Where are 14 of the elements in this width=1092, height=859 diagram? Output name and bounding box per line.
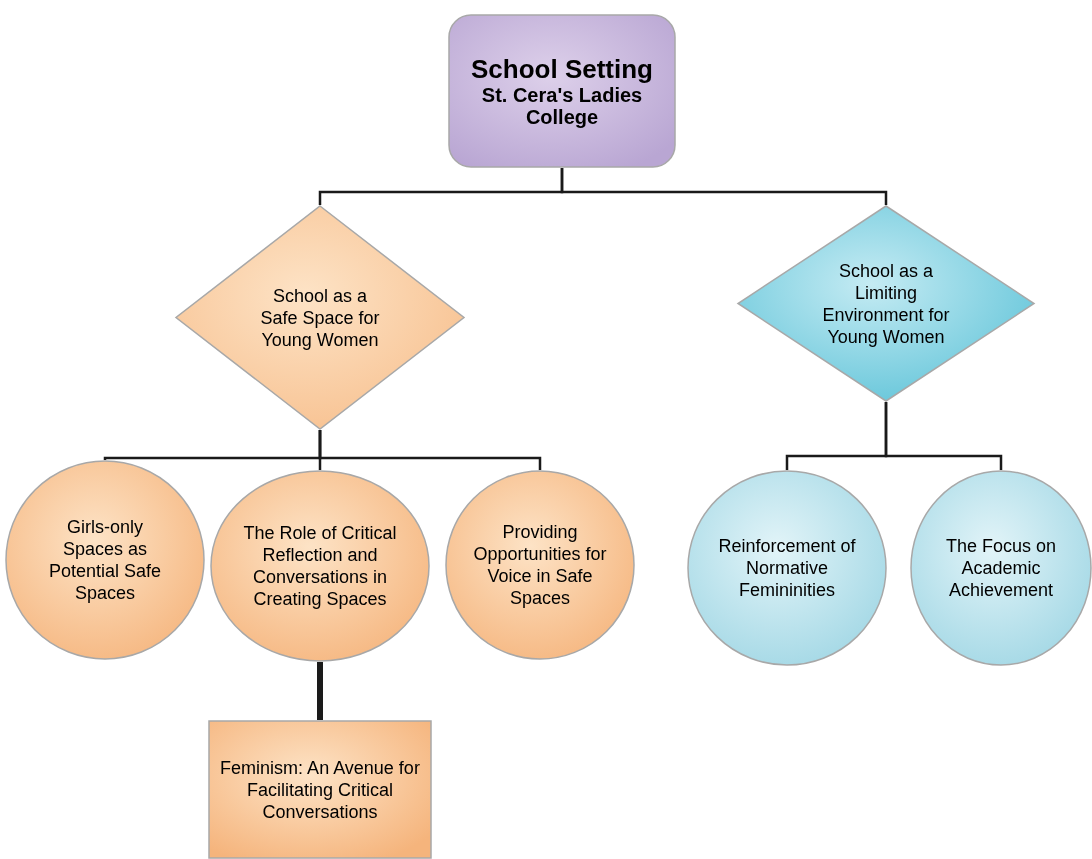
connector-line xyxy=(317,662,323,720)
node-title: School Setting xyxy=(470,54,654,84)
connector-line xyxy=(884,402,1003,470)
node-label: The Role of Critical Reflection and Conversations in Creating Spaces xyxy=(242,522,398,610)
connector-line xyxy=(560,168,888,205)
node-label: St. Cera's Ladies College xyxy=(480,84,644,128)
node-label: School as a Safe Space for Young Women xyxy=(259,284,381,351)
node-label: Girls-only Spaces as Potential Safe Spaces xyxy=(47,516,163,604)
node-label: The Focus on Academic Achievement xyxy=(944,535,1058,601)
connector-line xyxy=(318,430,542,470)
node-label: Providing Opportunities for Voice in Safe Spaces xyxy=(472,521,608,609)
node-label: Reinforcement of Normative Femininities xyxy=(717,535,857,601)
node-label: School as a Limiting Environment for Young Women xyxy=(821,259,951,348)
node-label: Feminism: An Avenue for Facilitating Critical Conversations xyxy=(219,756,421,823)
